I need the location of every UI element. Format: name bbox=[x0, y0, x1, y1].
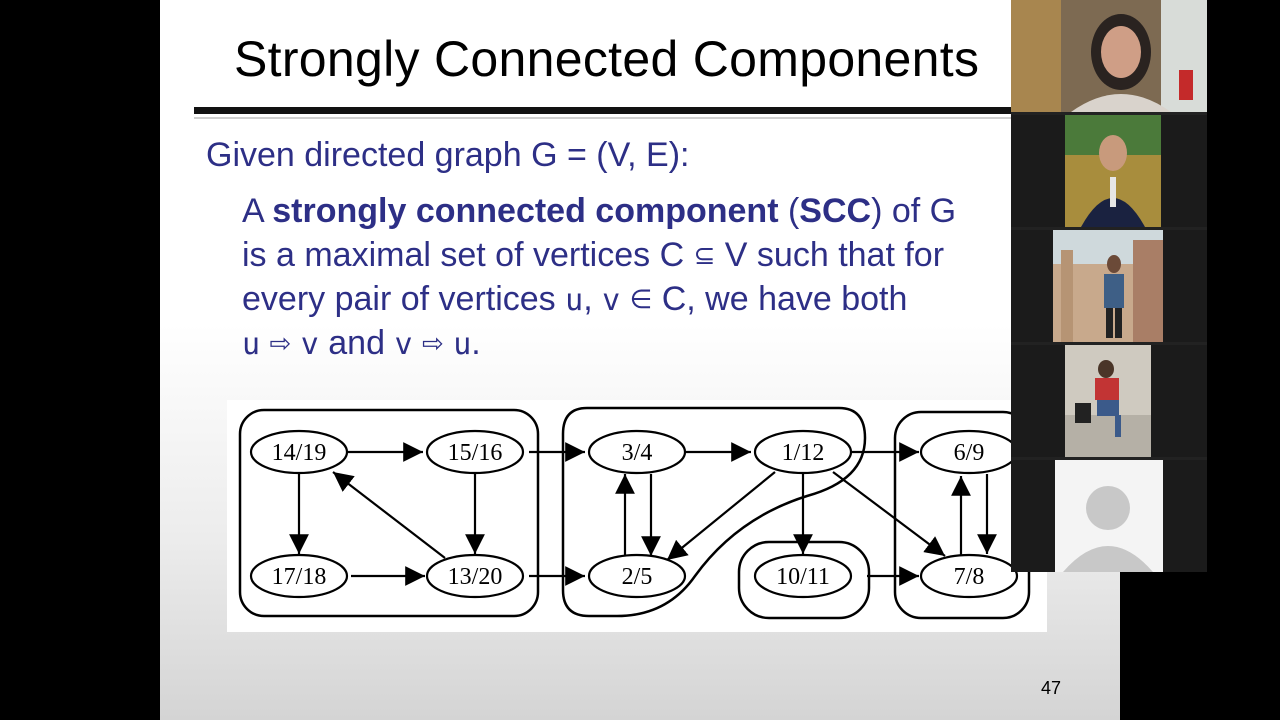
title-divider bbox=[194, 107, 1120, 114]
graph-node bbox=[249, 553, 349, 599]
participant-video-tile[interactable] bbox=[1011, 460, 1207, 572]
presenter-video-icon bbox=[1011, 0, 1207, 112]
participant-photo-icon bbox=[1011, 230, 1207, 342]
component-boundary-2 bbox=[561, 406, 867, 618]
var-u: u bbox=[242, 327, 261, 362]
node-label: 6/9 bbox=[954, 440, 985, 466]
text-part: is a maximal set of vertices C bbox=[242, 236, 694, 274]
edge bbox=[832, 471, 946, 557]
bold-abbrev: SCC bbox=[799, 192, 872, 230]
text-part: every pair of vertices bbox=[242, 280, 566, 318]
text-part: ) of G bbox=[871, 192, 957, 230]
bold-term: strongly connected component bbox=[272, 192, 779, 230]
definition-line-3: every pair of vertices u, v ∈ C, we have… bbox=[242, 280, 907, 319]
graph-node bbox=[587, 553, 687, 599]
graph-node bbox=[587, 429, 687, 475]
title-divider-shadow bbox=[194, 117, 1120, 119]
var-u: u bbox=[565, 283, 584, 318]
slide-title: Strongly Connected Components bbox=[234, 31, 980, 87]
text-part: ( bbox=[778, 192, 800, 230]
presentation-slide: Strongly Connected Components Given dire… bbox=[160, 0, 1120, 720]
node-label: 7/8 bbox=[954, 564, 985, 590]
text-part: C, we have both bbox=[652, 280, 908, 318]
text-part: . bbox=[471, 324, 481, 362]
definition-line-4: u ⇨ v and v ⇨ u. bbox=[242, 324, 481, 363]
graph-node bbox=[753, 553, 853, 599]
participant-video-tile[interactable] bbox=[1011, 0, 1207, 112]
text-part: A bbox=[242, 192, 273, 230]
intro-text: Given directed graph G = (V, E): bbox=[206, 136, 690, 174]
graph-node bbox=[425, 429, 525, 475]
graph-node bbox=[249, 429, 349, 475]
edge bbox=[332, 471, 446, 559]
edge bbox=[666, 471, 776, 561]
node-label: 13/20 bbox=[448, 564, 503, 590]
participant-video-strip[interactable] bbox=[1011, 0, 1207, 572]
component-boundary-1 bbox=[238, 408, 540, 618]
node-label: 2/5 bbox=[622, 564, 653, 590]
graph-node bbox=[919, 553, 1019, 599]
scc-graph-diagram: 14/19 15/16 3/4 1/12 6/9 17/18 13/20 2/5… bbox=[227, 400, 1047, 632]
node-label: 1/12 bbox=[782, 440, 825, 466]
reach-arrow-icon: ⇨ bbox=[421, 328, 444, 358]
text-part: V such that for bbox=[715, 236, 945, 274]
subset-symbol: ⊆ bbox=[693, 240, 716, 270]
graph-node bbox=[425, 553, 525, 599]
participant-video-tile[interactable] bbox=[1011, 345, 1207, 457]
definition-line-1: A strongly connected component (SCC) of … bbox=[242, 192, 956, 231]
var-v: v bbox=[394, 327, 413, 362]
participant-photo-icon bbox=[1011, 115, 1207, 227]
node-label: 17/18 bbox=[272, 564, 327, 590]
text-part: and bbox=[318, 324, 395, 362]
text-part: , bbox=[583, 280, 603, 318]
participant-video-tile[interactable] bbox=[1011, 115, 1207, 227]
reach-arrow-icon: ⇨ bbox=[269, 328, 292, 358]
participant-photo-icon bbox=[1011, 345, 1207, 457]
var-u: u bbox=[453, 327, 472, 362]
node-label: 3/4 bbox=[622, 440, 653, 466]
definition-line-2: is a maximal set of vertices C ⊆ V such … bbox=[242, 236, 944, 275]
var-v: v bbox=[300, 327, 319, 362]
participant-video-tile[interactable] bbox=[1011, 230, 1207, 342]
background-panel bbox=[1120, 572, 1280, 720]
graph-node bbox=[753, 429, 853, 475]
avatar-placeholder-icon bbox=[1011, 460, 1207, 572]
node-label: 15/16 bbox=[448, 440, 503, 466]
slide-page-number: 47 bbox=[1041, 678, 1062, 698]
node-label: 10/11 bbox=[776, 564, 830, 590]
var-v: v bbox=[602, 283, 621, 318]
element-of-symbol: ∈ bbox=[629, 284, 653, 314]
node-label: 14/19 bbox=[272, 440, 327, 466]
